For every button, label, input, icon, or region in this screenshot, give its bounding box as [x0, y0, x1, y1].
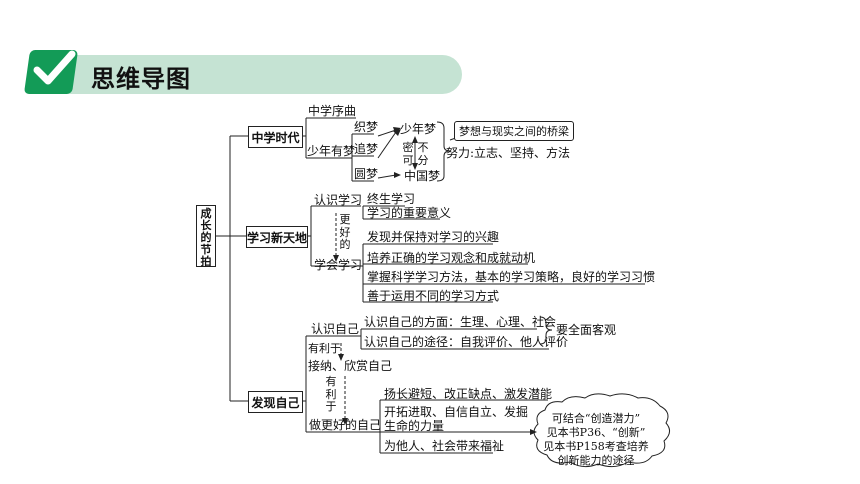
branch-school-era: 中学时代 — [248, 126, 303, 148]
header-band — [42, 55, 462, 94]
label-learn-how: 学会学习 — [314, 258, 363, 272]
cloud-line: 可结合“创造潜力” — [551, 412, 641, 425]
better-item-welfare: 为他人、社会带来福祉 — [384, 439, 505, 453]
label-accept-self: 接纳、欣赏自己 — [308, 359, 393, 373]
label-youth-dream: 少年有梦 — [307, 144, 356, 158]
learn-item-interest: 发现并保持对学习的兴趣 — [367, 230, 500, 244]
cloud-line: 创新能力的途径 — [557, 454, 635, 467]
label-better-self: 做更好的自己 — [309, 418, 382, 432]
arrowhead — [333, 255, 339, 262]
better-item-strengths: 扬长避短、改正缺点、激发潜能 — [384, 387, 553, 401]
know-item-importance: 学习的重要意义 — [367, 206, 452, 220]
cloud-line: 见本书P36、“创新” — [546, 426, 646, 439]
bracket — [436, 121, 451, 182]
cloud-line: 见本书P158考查培养 — [543, 440, 649, 453]
page-title: 思维导图 — [91, 65, 191, 93]
root-node: 成长的节拍 — [196, 205, 216, 268]
label-better: 更好的 — [339, 213, 351, 251]
better-item-enterprise: 开拓进取、自信自立、发掘 — [384, 405, 529, 419]
bridge-note: 梦想与现实之间的桥梁 — [454, 121, 574, 141]
label-know-learning: 认识学习 — [314, 193, 363, 207]
arrow-line — [377, 131, 397, 159]
objective-note: 要全面客观 — [556, 323, 617, 337]
arrowhead — [338, 354, 344, 361]
label-inseparable-1: 密可 — [402, 141, 414, 167]
note-cloud — [533, 393, 670, 468]
label-weave-dream: 织梦 — [354, 120, 379, 134]
better-item-life-power: 生命的力量 — [384, 419, 445, 433]
label-inseparable-2: 不分 — [417, 141, 429, 167]
label-chase-dream: 追梦 — [354, 142, 379, 156]
branch-learning-world: 学习新天地 — [246, 226, 308, 248]
bracket — [539, 316, 553, 345]
label-benefit-2: 有利于 — [325, 375, 337, 413]
cloud-note-text: 可结合“创造潜力” 见本书P36、“创新” 见本书P158考查培养 创新能力的途… — [532, 412, 660, 468]
branch-discover-self: 发现自己 — [248, 391, 303, 413]
label-china-target: 中国梦 — [404, 169, 441, 183]
label-fulfill-dream: 圆梦 — [354, 167, 379, 181]
arrow-line — [377, 174, 397, 179]
learn-item-styles: 善于运用不同的学习方式 — [367, 289, 500, 303]
label-know-self: 认识自己 — [311, 322, 360, 336]
label-prelude: 中学序曲 — [308, 104, 357, 118]
know-item-lifelong: 终生学习 — [367, 192, 416, 206]
arrowhead — [342, 418, 348, 425]
label-effort: 努力:立志、坚持、方法 — [446, 146, 571, 160]
arrowhead — [412, 136, 418, 143]
arrowhead — [412, 163, 418, 170]
learn-item-method: 掌握科学学习方法，基本的学习策略，良好的学习习惯 — [367, 270, 656, 284]
self-item-aspects: 认识自己的方面：生理、心理、社会 — [364, 315, 557, 329]
learn-item-concept: 培养正确的学习观念和成就动机 — [367, 251, 536, 265]
checkmark-icon — [33, 50, 76, 85]
arrowhead — [394, 172, 401, 178]
arrowhead — [530, 429, 537, 435]
label-youth-target: 少年梦 — [400, 122, 437, 136]
arrowhead — [393, 129, 401, 136]
label-benefit-1: 有利于 — [308, 342, 341, 355]
self-item-ways: 认识自己的途径：自我评价、他人评价 — [364, 335, 569, 349]
